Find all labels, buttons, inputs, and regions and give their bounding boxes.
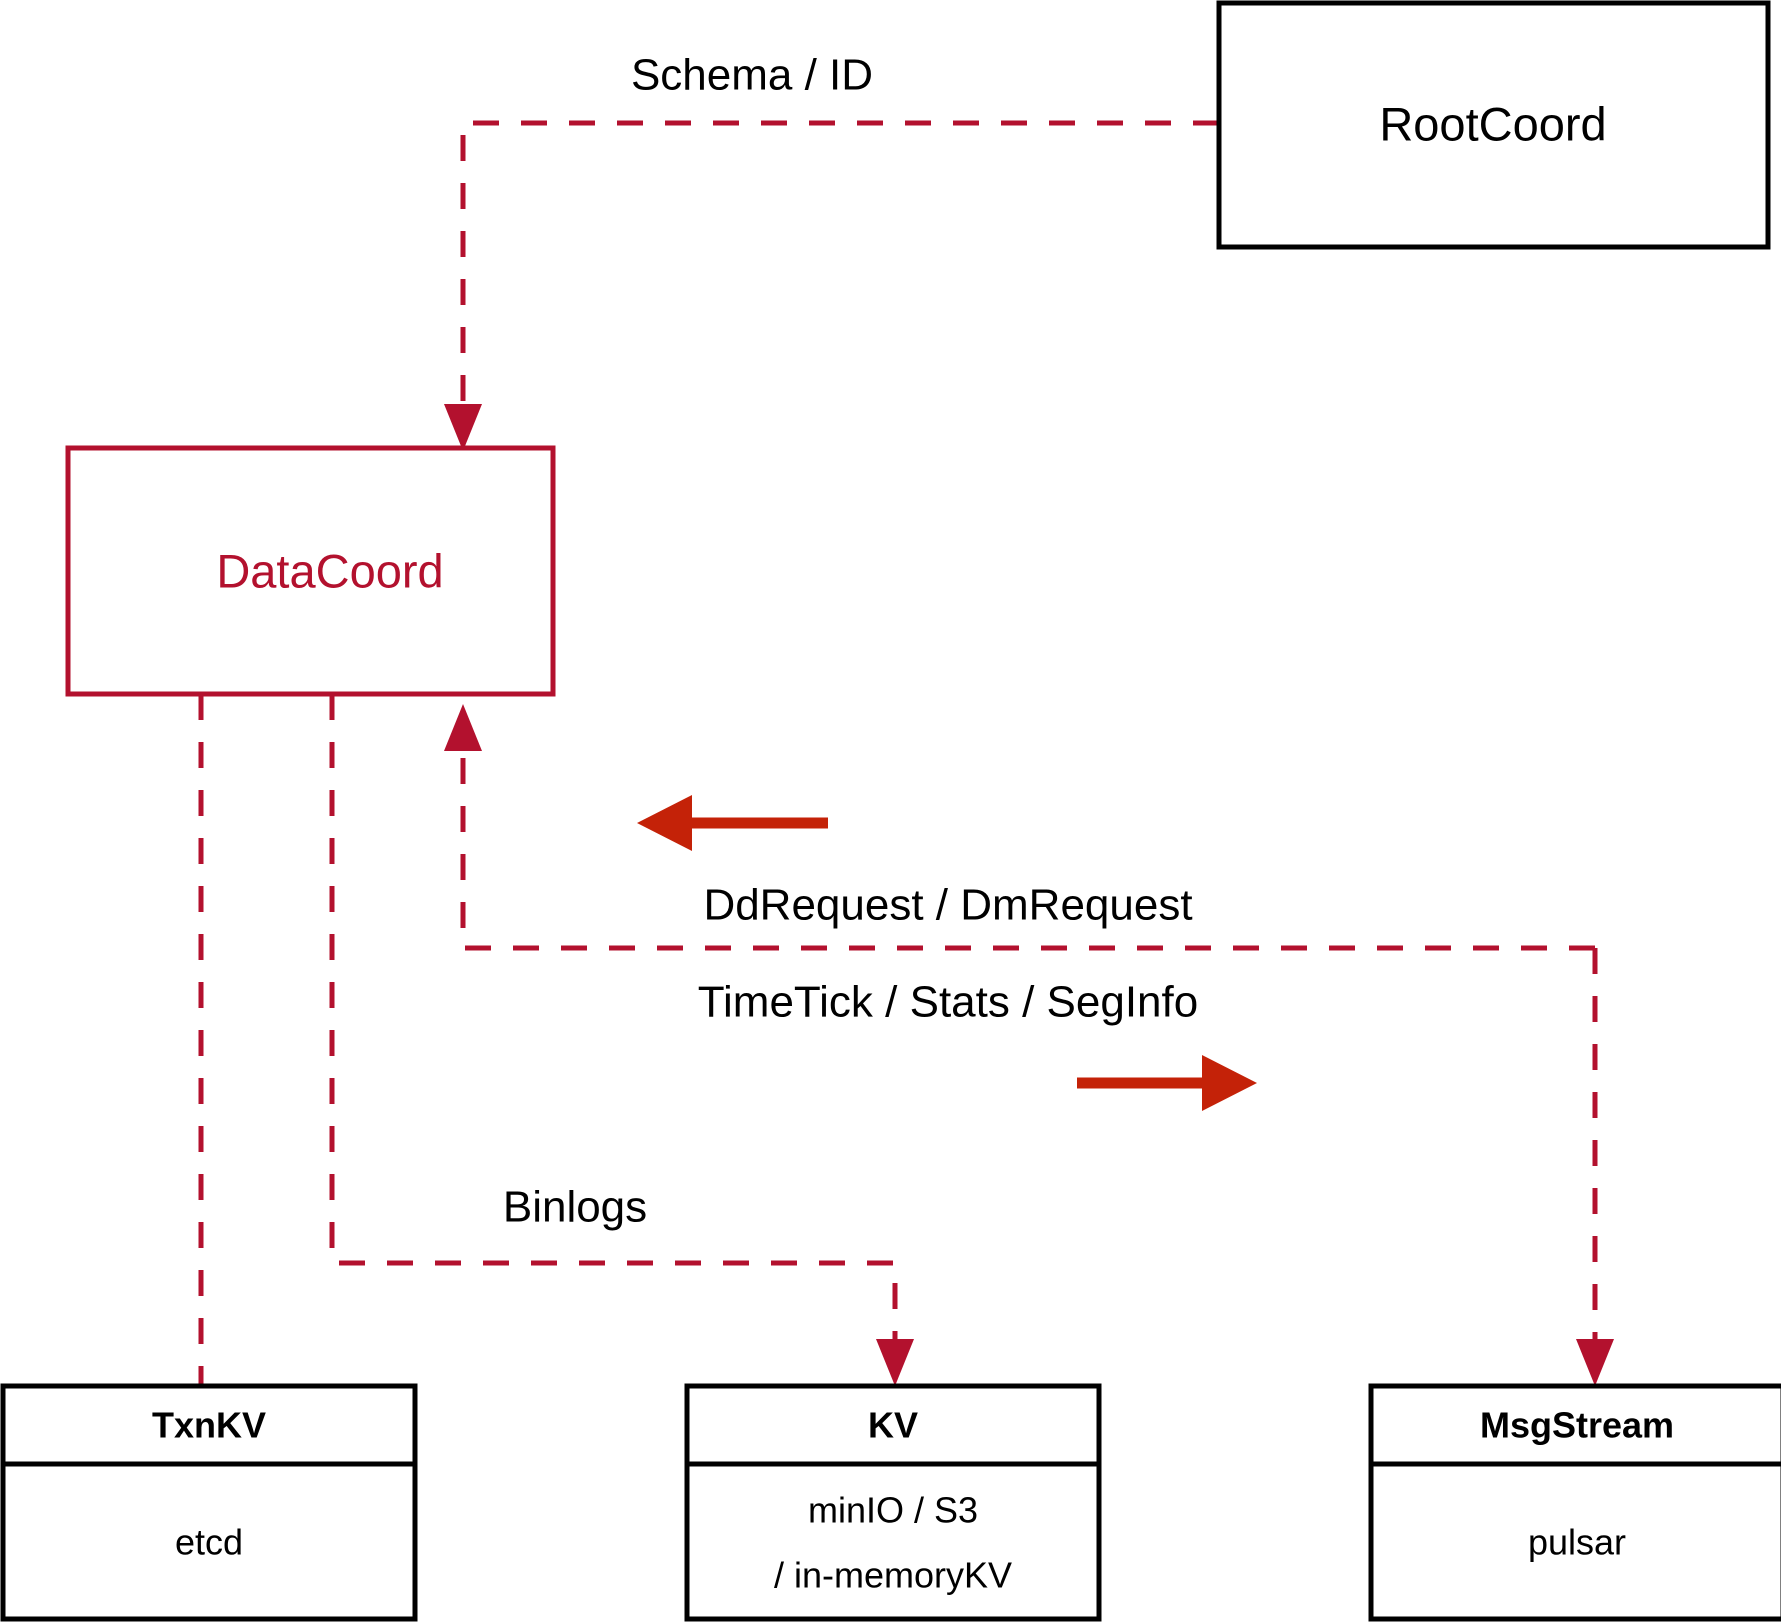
node-msgstream-title: MsgStream xyxy=(1480,1405,1674,1446)
node-datacoord[interactable] xyxy=(65,445,556,697)
node-txnkv-box[interactable] xyxy=(0,1383,418,1622)
node-txnkv-title: TxnKV xyxy=(152,1405,266,1446)
edge-schema-id-path xyxy=(460,120,1219,420)
edge-label-binlogs: Binlogs xyxy=(503,1183,647,1232)
edge-schema-id xyxy=(444,120,1219,451)
edge-label-timetick-stats-seginfo: TimeTick / Stats / SegInfo xyxy=(698,978,1198,1027)
node-datacoord-box[interactable] xyxy=(65,445,556,697)
edge-label-schema-id: Schema / ID xyxy=(631,51,873,100)
edge-msgstream-to-datacoord-arrowhead xyxy=(444,704,482,751)
node-rootcoord-label: RootCoord xyxy=(1379,97,1606,150)
edge-ddrequest-dmrequest-arrow xyxy=(637,795,828,851)
node-kv-body-line2: / in-memoryKV xyxy=(774,1555,1012,1596)
node-rootcoord-box[interactable] xyxy=(1216,0,1771,250)
edge-binlogs xyxy=(329,694,914,1386)
edge-ddrequest-arrowhead xyxy=(637,795,692,851)
edge-binlogs-path xyxy=(329,694,898,1355)
node-msgstream[interactable] xyxy=(1368,1383,1781,1622)
node-rootcoord[interactable] xyxy=(1216,0,1771,250)
node-msgstream-box[interactable] xyxy=(1368,1383,1781,1622)
edge-msgstream-to-datacoord-path xyxy=(460,735,1595,951)
edge-msgstream-to-datacoord xyxy=(444,704,1595,951)
node-txnkv[interactable] xyxy=(0,1383,418,1622)
edge-bus-to-msgstream-arrowhead xyxy=(1576,1339,1614,1386)
node-msgstream-body: pulsar xyxy=(1528,1522,1626,1563)
edge-timetick-arrowhead xyxy=(1202,1055,1257,1111)
edge-bus-to-msgstream xyxy=(1576,948,1614,1386)
node-kv[interactable] xyxy=(684,1383,1102,1622)
node-datacoord-label: DataCoord xyxy=(216,544,443,597)
node-txnkv-body: etcd xyxy=(175,1522,243,1563)
edge-schema-id-arrowhead xyxy=(444,404,482,451)
edge-timetick-stats-seginfo-arrow xyxy=(1077,1055,1257,1111)
edge-binlogs-arrowhead xyxy=(876,1339,914,1386)
node-kv-title: KV xyxy=(868,1405,918,1446)
edge-label-ddrequest-dmrequest: DdRequest / DmRequest xyxy=(703,881,1192,930)
node-kv-box[interactable] xyxy=(684,1383,1102,1622)
node-kv-body-line1: minIO / S3 xyxy=(808,1490,978,1531)
